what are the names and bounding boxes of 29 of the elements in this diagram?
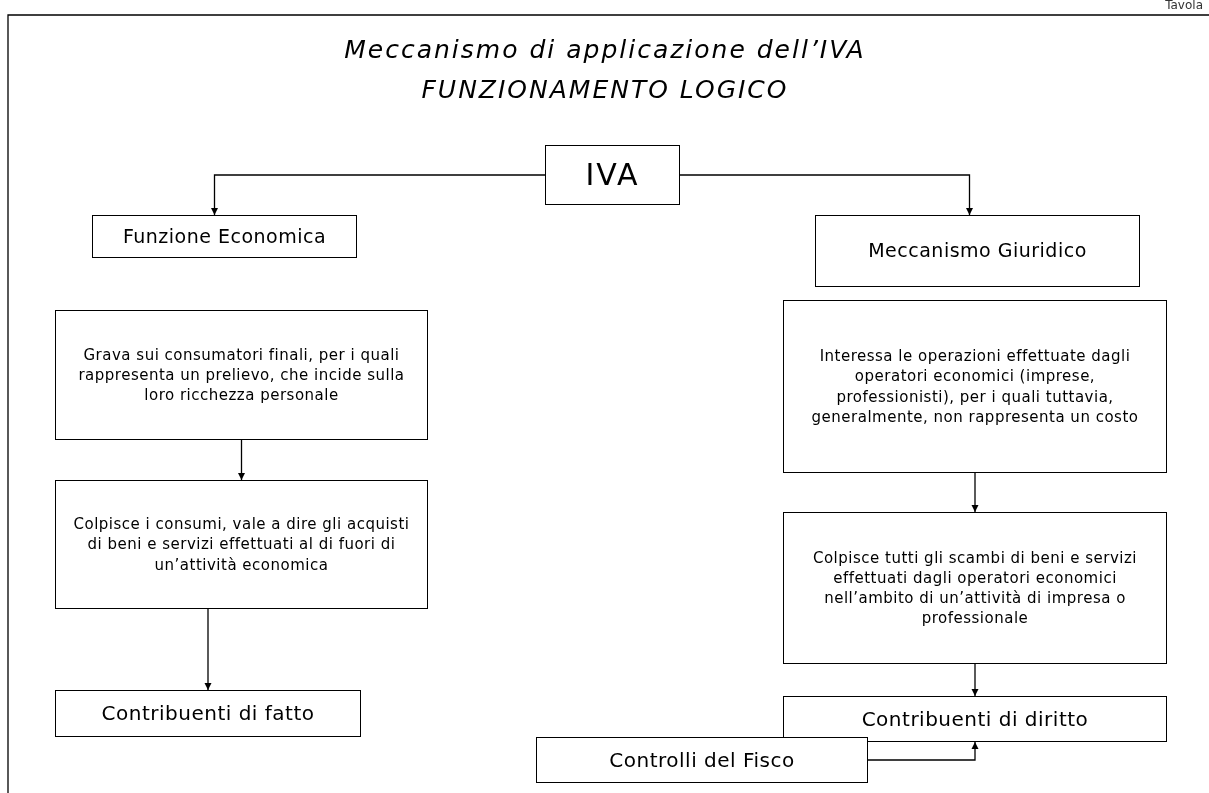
process-box bbox=[783, 512, 1167, 664]
arrow bbox=[971, 472, 979, 513]
arrow bbox=[867, 741, 979, 761]
arrow bbox=[211, 174, 546, 216]
box-text: Contribuenti di fatto bbox=[100, 700, 316, 727]
box-text: Controlli del Fisco bbox=[608, 746, 796, 774]
box-text: Contribuenti di diritto bbox=[860, 705, 1090, 733]
arrow bbox=[238, 439, 245, 481]
process-box bbox=[92, 215, 357, 258]
box-text: Meccanismo Giuridico bbox=[867, 238, 1088, 264]
process-box bbox=[783, 696, 1167, 742]
process-box bbox=[55, 310, 428, 440]
box-text: IVA bbox=[584, 155, 641, 194]
sheet-label: Tavola bbox=[1165, 0, 1203, 12]
box-text: Colpisce tutti gli scambi di beni e servizi effettuati dagli operatori economici nell’ambito di un’attività di impresa o professionale bbox=[811, 547, 1138, 629]
process-box bbox=[815, 215, 1140, 287]
box-text: Grava sui consumatori finali, per i quali rappresenta un prelievo, che incide sulla loro ricchezza personale bbox=[77, 344, 406, 406]
arrow bbox=[204, 608, 212, 691]
process-box bbox=[783, 300, 1167, 473]
title: Meccanismo di applicazione dell’IVA FUNZIONAMENTO LOGICO bbox=[343, 34, 867, 106]
process-box bbox=[536, 737, 868, 783]
process-box bbox=[55, 690, 361, 737]
box-text: Colpisce i consumi, vale a dire gli acquisti di beni e servizi effettuati al di fuori di un’attività economica bbox=[72, 514, 411, 575]
arrow bbox=[971, 663, 979, 697]
process-box bbox=[55, 480, 428, 609]
box-text: Interessa le operazioni effettuate dagli operatori economici (imprese, professionisti), per i quali tuttavia, generalmente, non rappresenta un costo bbox=[810, 346, 1140, 427]
process-box bbox=[545, 145, 680, 205]
box-text: Funzione Economica bbox=[121, 223, 328, 249]
arrow bbox=[679, 174, 973, 216]
